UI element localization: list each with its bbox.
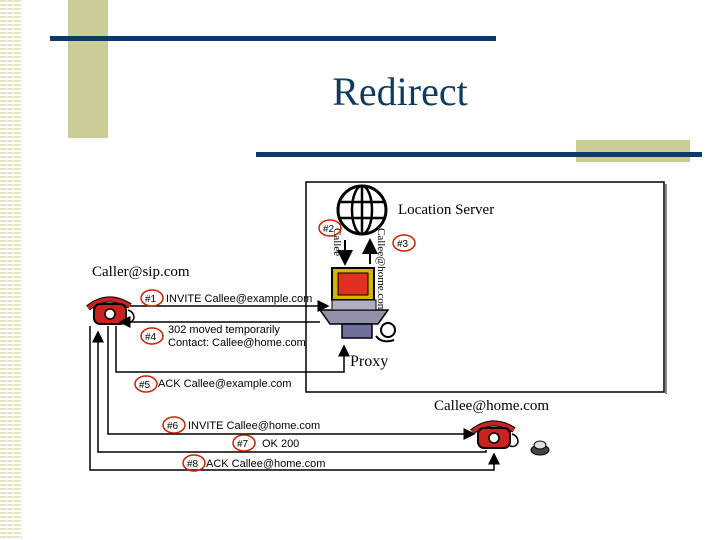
badge-step2: #2 [318, 219, 342, 237]
computer-icon [318, 267, 396, 343]
accent-box-top [68, 0, 108, 138]
badge-step8-text: #8 [187, 459, 199, 470]
arrow-step5 [115, 326, 350, 373]
badge-step7-text: #7 [237, 439, 249, 450]
badge-step4-text: #4 [145, 332, 157, 343]
globe-icon [336, 184, 388, 236]
accent-bar-top [50, 36, 496, 41]
arrow-step7 [92, 330, 487, 453]
proxy-label: Proxy [350, 353, 388, 370]
accent-box-right [576, 140, 690, 162]
badge-step5-text: #5 [139, 380, 151, 391]
arrow-step6 [107, 326, 476, 440]
phone-button-icon [530, 440, 550, 456]
step5-message: ACK Callee@example.com [158, 378, 291, 390]
badge-step3: #3 [392, 234, 416, 252]
badge-step1-text: #1 [145, 294, 157, 305]
callee-label: Callee@home.com [434, 398, 549, 414]
badge-step2-text: #2 [323, 224, 335, 235]
badge-step6-text: #6 [167, 421, 179, 432]
decorative-stripes [0, 0, 22, 540]
badge-step3-text: #3 [397, 239, 409, 250]
badge-step1: #1 [140, 289, 164, 307]
arrow-step8 [89, 326, 500, 471]
step4-message-line1: 302 moved temporarily [168, 324, 280, 336]
badge-step7: #7 [232, 434, 256, 452]
step1-message: INVITE Callee@example.com [166, 293, 312, 305]
step4-message-line2: Contact: Callee@home.com [168, 337, 306, 349]
badge-step6: #6 [162, 416, 186, 434]
step7-message: OK 200 [262, 438, 299, 450]
caller-label: Caller@sip.com [92, 264, 190, 280]
badge-step5: #5 [134, 375, 158, 393]
step6-message: INVITE Callee@home.com [188, 420, 320, 432]
badge-step4: #4 [140, 327, 164, 345]
slide-title: Redirect [332, 69, 468, 114]
callee-telephone-icon [470, 420, 519, 449]
step8-message: ACK Callee@home.com [206, 458, 325, 470]
step3-vertical-label: Callee@home.com [375, 228, 387, 313]
server-domain-box [305, 181, 665, 393]
badge-step8: #8 [182, 454, 206, 472]
caller-telephone-icon [86, 296, 135, 325]
accent-bar-right [256, 152, 702, 157]
location-server-label: Location Server [398, 202, 494, 218]
